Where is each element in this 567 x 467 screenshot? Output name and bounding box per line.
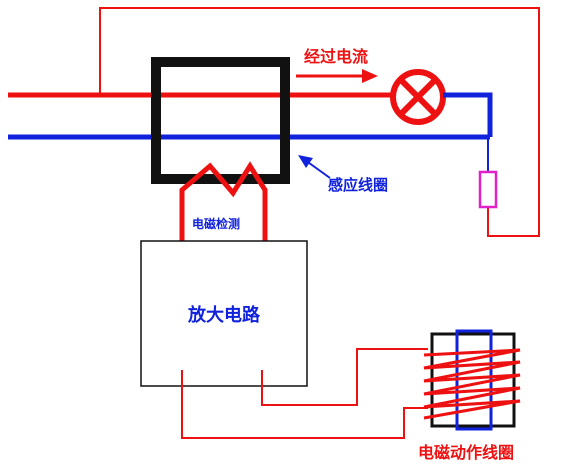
test-loop-wire [99, 7, 540, 237]
current-flow-arrow-icon [296, 69, 378, 83]
lamp-icon [390, 69, 446, 125]
resistor [478, 170, 498, 209]
amplifier-output-wire-2 [261, 348, 428, 406]
amplifier-box [140, 240, 308, 387]
em-detection-label: 电磁检测 [192, 216, 240, 231]
transformer-core [151, 57, 290, 184]
actuator-coil-label: 电磁动作线圈 [418, 443, 514, 462]
induction-coil-pointer-icon [298, 155, 331, 179]
lamp-neutral-link [443, 92, 493, 137]
actuator-coil [423, 329, 521, 431]
amplifier-output-wire-1 [181, 370, 428, 439]
current-flow-label: 经过电流 [304, 47, 368, 66]
amplifier-label: 放大电路 [187, 304, 261, 326]
induction-coil-label: 感应线圈 [328, 176, 388, 194]
detection-coil-winding [179, 161, 268, 252]
